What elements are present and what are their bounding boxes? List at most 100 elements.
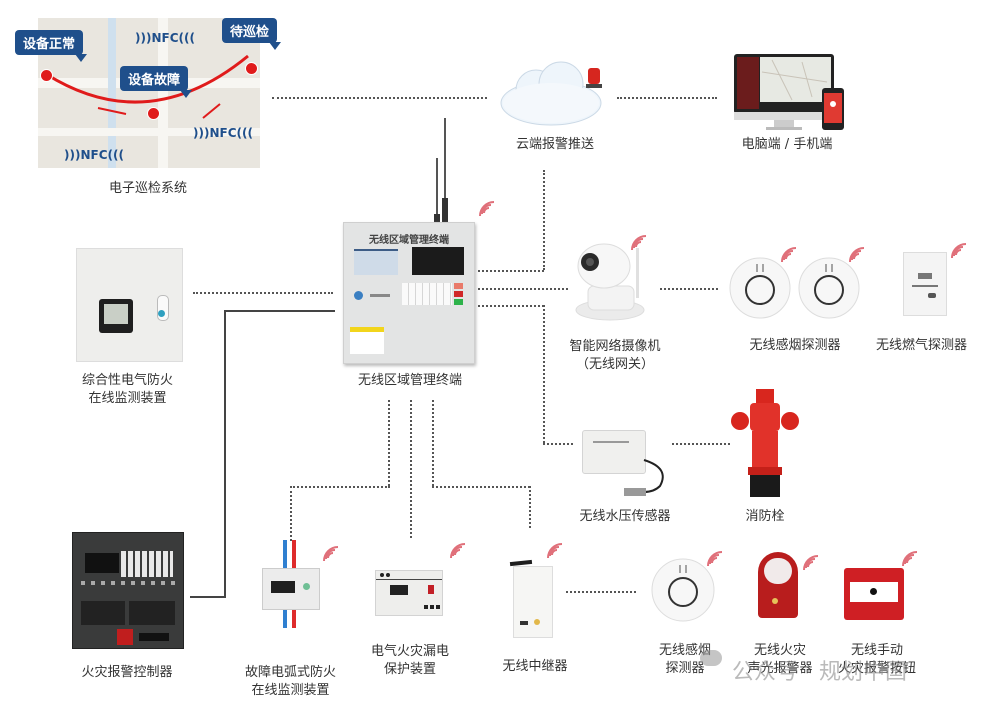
connector-line: [478, 305, 544, 307]
connector-line: [543, 170, 545, 270]
terminal-panel-title: 无线区域管理终端: [369, 235, 449, 246]
management-terminal-device: 无线区域管理终端: [343, 222, 475, 364]
arc-monitor-label-1: 故障电弧式防火: [244, 665, 336, 680]
wireless-signal-icon: [547, 543, 563, 559]
sounder-label-1: 无线火灾: [753, 643, 806, 658]
water-pressure-label: 无线水压传感器: [579, 509, 671, 524]
arc-monitor-label-2: 在线监测装置: [251, 683, 330, 698]
connector-line: [290, 486, 292, 541]
repeater-label: 无线中继器: [502, 659, 568, 674]
wireless-repeater-icon: [513, 566, 553, 638]
status-pending-bubble: 待巡检: [222, 18, 282, 50]
wireless-signal-icon: [849, 247, 865, 263]
wired-connection: [225, 310, 335, 312]
wireless-signal-icon: [803, 555, 819, 571]
terminal-key-red: [454, 283, 463, 289]
manual-alarm-button-icon: [844, 568, 904, 620]
terminal-key-lock: [354, 291, 363, 300]
sensor-cable: [624, 459, 664, 496]
network-camera-icon: [575, 243, 645, 321]
gas-detector-label: 无线燃气探测器: [875, 338, 967, 353]
checkpoint-pending-dot: [245, 62, 258, 75]
gas-detector-icon: [903, 252, 947, 316]
connector-line: [410, 400, 412, 538]
fire-controller-label: 火灾报警控制器: [81, 665, 173, 680]
monitor-handle: [157, 295, 169, 321]
water-pressure-sensor-icon: [582, 430, 646, 474]
monitor-indicator: [158, 310, 165, 317]
leakage-label-1: 电气火灾漏电: [370, 644, 449, 659]
checkpoint-normal-dot: [40, 69, 53, 82]
electrical-fire-monitor-device: [76, 248, 183, 362]
electrical-monitor-label-1: 综合性电气防火: [81, 373, 173, 388]
status-normal-bubble: 设备正常: [15, 30, 88, 62]
antenna-icon: [434, 118, 448, 224]
terminal-key-green: [454, 299, 463, 305]
connector-line: [478, 270, 544, 272]
connector-line: [432, 486, 530, 488]
wireless-signal-icon: [323, 546, 339, 562]
wireless-signal-icon: [479, 201, 495, 217]
wired-connection: [190, 596, 226, 598]
sounder-label-2: 声光报警器: [747, 661, 813, 676]
monitor-display: [99, 299, 133, 333]
patrol-system-label: 电子巡检系统: [108, 181, 187, 196]
connector-line: [432, 400, 434, 486]
warning-sticker: [350, 327, 384, 354]
manual-button-label-1: 无线手动: [850, 643, 903, 658]
terminal-key-red: [454, 291, 463, 297]
pc-monitor-icon: [734, 54, 834, 130]
terminal-led-panel: [412, 247, 464, 275]
wireless-signal-icon: [707, 551, 723, 567]
wireless-signal-icon: [450, 543, 466, 559]
status-fault-bubble: 设备故障: [120, 66, 193, 98]
wireless-signal-icon: [951, 243, 967, 259]
connector-line: [660, 288, 718, 290]
connector-line: [543, 305, 545, 443]
terminal-keypad: [402, 283, 452, 305]
connector-line: [388, 400, 390, 486]
arc-fault-monitor-icon: [262, 568, 320, 610]
terminal-slot: [370, 294, 390, 297]
nfc-tag-icon: )))NFC(((: [135, 31, 195, 45]
smoke-detector-2-label-1: 无线感烟: [658, 643, 711, 658]
nfc-tag-icon: )))NFC(((: [193, 126, 253, 140]
connector-line: [543, 443, 573, 445]
fire-hydrant-icon: [731, 389, 799, 497]
smoke-detector-icon: [729, 257, 791, 319]
smoke-detector-icon: [798, 257, 860, 319]
smoke-detector-icon: [651, 558, 715, 622]
connector-line: [672, 443, 730, 445]
checkpoint-fault-dot: [147, 107, 160, 120]
cloud-alarm-label: 云端报警推送: [515, 137, 594, 152]
terminal-label: 无线区域管理终端: [357, 373, 462, 388]
wireless-signal-icon: [902, 551, 918, 567]
camera-label-1: 智能网络摄像机: [569, 339, 661, 354]
fire-alarm-controller-device: [72, 532, 184, 649]
sound-light-alarm-icon: [758, 552, 798, 618]
patrol-route: [45, 54, 249, 119]
connector-line: [193, 292, 333, 294]
watermark-text: 公众号 · 规划中国: [732, 660, 907, 685]
connector-line: [566, 591, 636, 593]
wired-connection: [224, 310, 226, 597]
electrical-monitor-label-2: 在线监测装置: [88, 391, 167, 406]
connector-line: [617, 97, 717, 99]
wireless-signal-icon: [631, 235, 647, 251]
connector-line: [478, 288, 568, 290]
cloud-icon: [500, 61, 602, 126]
leakage-protection-icon: [375, 570, 443, 616]
wechat-icon: [700, 650, 722, 666]
smoke-detector-2-label-2: 探测器: [665, 661, 705, 676]
connector-line: [529, 486, 531, 528]
connector-line: [272, 97, 487, 99]
clients-label: 电脑端 / 手机端: [741, 137, 833, 152]
hydrant-label: 消防栓: [745, 509, 785, 524]
smoke-detectors-label: 无线感烟探测器: [749, 338, 841, 353]
wireless-signal-icon: [781, 247, 797, 263]
leakage-label-2: 保护装置: [383, 662, 436, 677]
nfc-tag-icon: )))NFC(((: [64, 148, 124, 162]
phone-icon: [822, 88, 844, 130]
camera-label-2: （无线网关）: [575, 357, 654, 372]
connector-line: [290, 486, 390, 488]
